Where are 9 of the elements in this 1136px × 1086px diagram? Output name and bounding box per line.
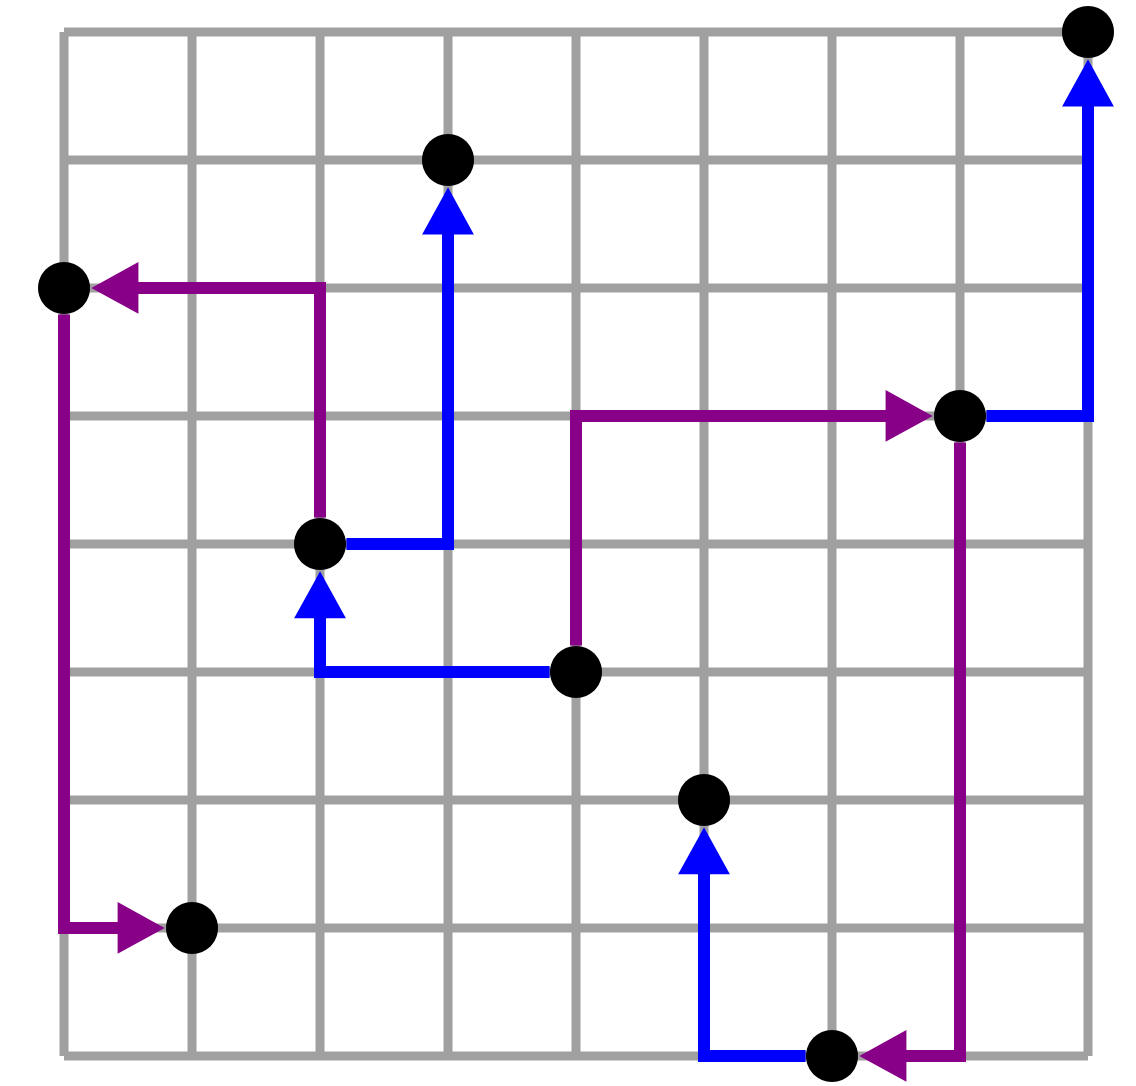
- dot: [678, 773, 730, 826]
- dot: [1062, 6, 1114, 58]
- dot: [166, 901, 218, 954]
- dot: [934, 390, 986, 442]
- dot: [422, 134, 474, 186]
- dot: [550, 645, 602, 698]
- dot: [806, 1029, 858, 1082]
- dot: [38, 262, 90, 314]
- dot: [294, 518, 346, 570]
